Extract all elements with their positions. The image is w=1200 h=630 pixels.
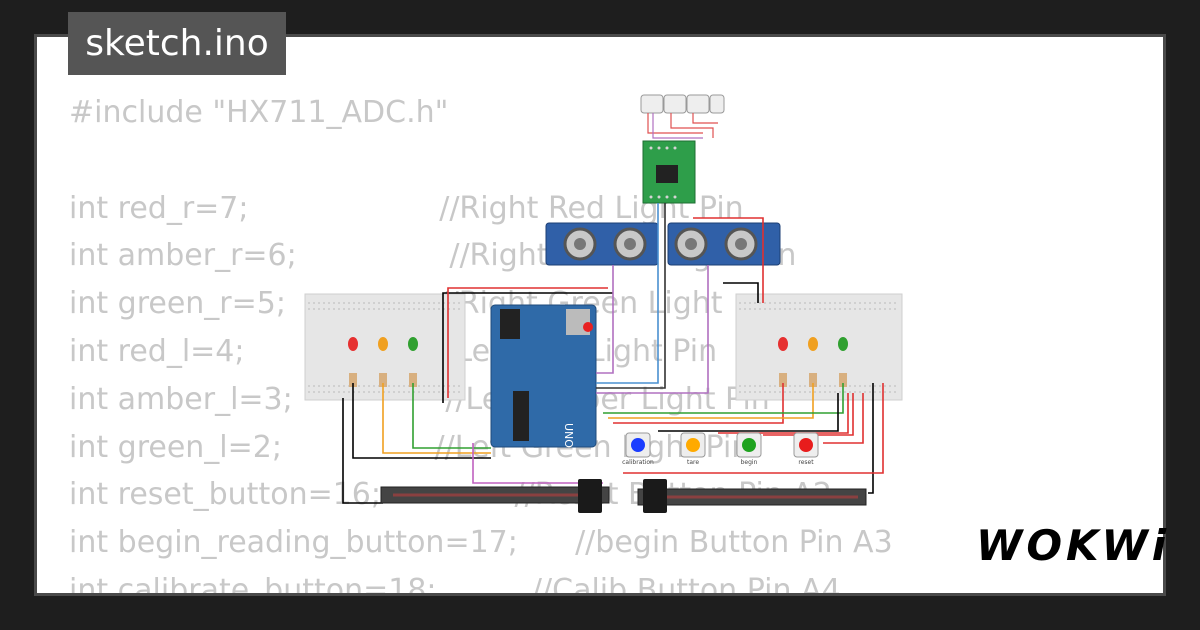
wokwi-logo: WOKWi	[976, 521, 1171, 570]
code-line: #include "HX711_ADC.h"	[69, 95, 449, 130]
push-buttons: calibration tare begin reset	[622, 432, 819, 466]
button-label-reset: reset	[798, 459, 814, 466]
button-label-begin: begin	[741, 459, 758, 466]
ultrasonic-sensor-right	[667, 222, 781, 266]
button-label-tare: tare	[687, 459, 699, 466]
code-line: int calibrate_button=18; //Calib Button …	[69, 572, 841, 596]
load-cells	[640, 94, 725, 139]
code-line: int begin_reading_button=17; //begin But…	[69, 525, 893, 561]
breadboard-right	[735, 293, 903, 401]
code-line: int green_r=5; //Right Green Light	[69, 286, 723, 322]
slide-potentiometers	[380, 479, 867, 513]
leds-left	[348, 337, 418, 387]
leds-right	[778, 337, 848, 387]
circuit-diagram: UNO	[304, 94, 903, 513]
hx711-module	[642, 140, 696, 204]
svg-text:UNO: UNO	[562, 423, 575, 448]
arduino-uno-board: UNO	[490, 304, 597, 448]
wires	[342, 203, 884, 504]
file-name-tab[interactable]: sketch.ino	[68, 12, 286, 75]
preview-card: #include "HX711_ADC.h"int red_r=7; //Rig…	[34, 34, 1166, 596]
button-label-calibration: calibration	[622, 459, 654, 466]
code-line: int red_r=7; //Right Red Light Pin	[69, 190, 744, 226]
ultrasonic-sensor-left	[545, 222, 659, 266]
